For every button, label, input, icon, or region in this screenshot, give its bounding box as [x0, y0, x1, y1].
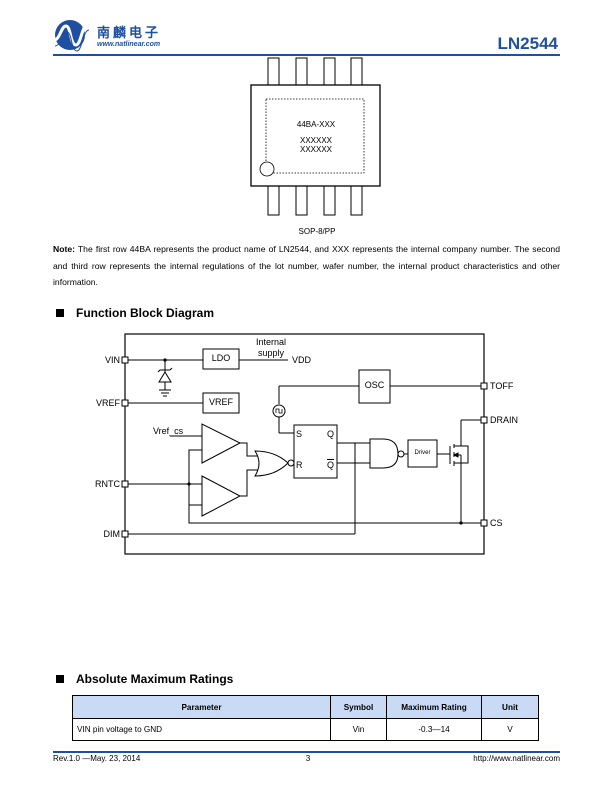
cell-symbol: Vin: [330, 718, 387, 741]
zener-diode: [158, 371, 172, 383]
label-latch-r: R: [296, 460, 303, 470]
label-cs: CS: [490, 518, 503, 528]
vref-block: [202, 392, 240, 414]
pin-rntc: [121, 480, 129, 488]
and-gate: [369, 438, 399, 469]
label-toff: TOFF: [490, 381, 514, 391]
package-drawing: [250, 57, 381, 216]
label-vref-pin: VREF: [95, 398, 120, 408]
label-latch-qbar: Q: [327, 460, 335, 470]
bullet-square-icon: [56, 675, 64, 683]
table-header-row: Parameter Symbol Maximum Rating Unit: [72, 695, 539, 719]
label-osc: OSC: [364, 380, 385, 390]
marking-line-2: XXXXXX: [299, 136, 332, 145]
comparator-top: [201, 423, 242, 464]
nor-gate: [254, 450, 289, 477]
note-text: The first row 44BA represents the produc…: [53, 244, 560, 287]
pin-cs: [480, 519, 488, 527]
sr-latch: [293, 424, 338, 479]
label-internal: Internal: [255, 337, 287, 347]
footer-url[interactable]: http://www.natlinear.com: [473, 754, 560, 763]
comparator-bottom: [201, 475, 242, 517]
table-row: VIN pin voltage to GND Vin -0.3—14 V: [72, 718, 539, 741]
pin-drain: [480, 416, 488, 424]
label-driver: Driver: [414, 450, 431, 456]
pin-vref: [121, 399, 129, 407]
ldo-block: [202, 348, 240, 370]
marking-line-3: XXXXXX: [299, 145, 332, 154]
label-vdd: VDD: [292, 355, 312, 365]
section-function-block: Function Block Diagram: [56, 306, 214, 320]
company-url: www.natlinear.com: [97, 41, 161, 48]
col-max-rating: Maximum Rating: [386, 695, 482, 719]
label-vref-cs: Vref_cs: [153, 426, 184, 436]
driver-block: [407, 439, 438, 468]
col-symbol: Symbol: [330, 695, 387, 719]
pin-vin: [121, 356, 129, 364]
company-name-cn: 南麟电子: [97, 26, 162, 41]
note-label: Note:: [53, 244, 75, 254]
section-title-text: Absolute Maximum Ratings: [76, 672, 234, 686]
label-latch-s: S: [296, 429, 303, 439]
section-abs-max: Absolute Maximum Ratings: [56, 672, 233, 686]
ic-outline: [124, 333, 485, 555]
bullet-square-icon: [56, 309, 64, 317]
label-rntc: RNTC: [95, 479, 120, 489]
footer-revision: Rev.1.0 —May. 23, 2014: [53, 754, 141, 763]
label-vref-block: VREF: [208, 397, 233, 407]
section-title-text: Function Block Diagram: [76, 306, 215, 320]
cell-parameter: VIN pin voltage to GND: [72, 718, 331, 741]
col-unit: Unit: [481, 695, 539, 719]
pin-toff: [480, 382, 488, 390]
company-logo: [53, 20, 95, 52]
label-vin: VIN: [104, 355, 120, 365]
pin1-dot: [259, 161, 275, 177]
marking-note: Note: The first row 44BA represents the …: [53, 241, 560, 291]
marking-line-1: 44BA-XXX: [296, 120, 336, 129]
part-number: LN2544: [497, 34, 558, 53]
page-number: 3: [305, 754, 311, 763]
cell-max-rating: -0.3—14: [386, 718, 482, 741]
label-drain: DRAIN: [490, 415, 519, 425]
label-latch-q: Q: [327, 429, 335, 439]
label-supply: supply: [257, 348, 284, 358]
label-dim: DIM: [103, 529, 121, 539]
marking-area: [265, 98, 365, 174]
header-divider: [53, 54, 560, 56]
col-parameter: Parameter: [72, 695, 331, 719]
pin-dim: [121, 530, 129, 538]
package-caption: SOP-8/PP: [298, 227, 336, 236]
abs-max-table: Parameter Symbol Maximum Rating Unit VIN…: [72, 695, 539, 741]
label-ldo: LDO: [211, 353, 231, 363]
cell-unit: V: [481, 718, 539, 741]
footer-divider: [53, 751, 560, 753]
